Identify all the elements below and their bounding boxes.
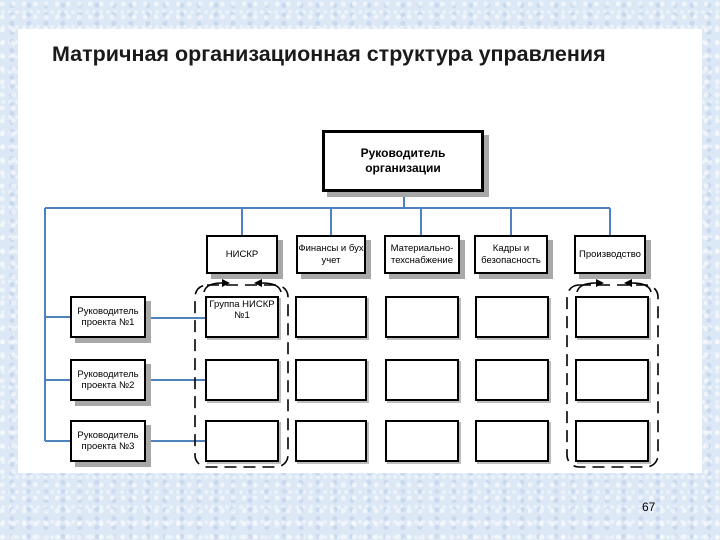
project-manager-label: Руководитель проекта №2 bbox=[77, 368, 139, 391]
matrix-cell-r1-c3 bbox=[385, 296, 459, 338]
project-manager-label: Руководитель проекта №1 bbox=[77, 305, 139, 328]
arrow-right-2 bbox=[631, 282, 652, 293]
arrow-left-2 bbox=[576, 282, 597, 293]
matrix-cell-r3-c5 bbox=[575, 420, 649, 462]
project-manager-box-2: Руководитель проекта №2 bbox=[70, 359, 146, 401]
dept-label: Финансы и бух учет bbox=[298, 243, 364, 266]
matrix-cell-r1-c4 bbox=[475, 296, 549, 338]
production-group-outline bbox=[566, 284, 659, 468]
dept-box-production: Производство bbox=[574, 235, 646, 274]
matrix-cell-r3-c3 bbox=[385, 420, 459, 462]
dept-box-nisk: НИСКР bbox=[206, 235, 278, 274]
matrix-cell-r1-c5 bbox=[575, 296, 649, 338]
matrix-cell-r1-c2 bbox=[295, 296, 367, 338]
dept-box-hr: Кадры и безопасность bbox=[474, 235, 548, 274]
matrix-cell-r2-c5 bbox=[575, 359, 649, 401]
dept-label: НИСКР bbox=[225, 248, 259, 260]
dept-box-supply: Материально-техснабжение bbox=[384, 235, 460, 274]
arrow-left-1 bbox=[203, 282, 223, 293]
matrix-cell-r1-c1: Группа НИСКР №1 bbox=[205, 296, 279, 338]
project-manager-box-1: Руководитель проекта №1 bbox=[70, 296, 146, 338]
arrow-right-1 bbox=[261, 282, 282, 293]
dept-box-finance: Финансы и бух учет bbox=[296, 235, 366, 274]
page-number: 67 bbox=[642, 500, 656, 514]
diagram-title: Матричная организационная структура упра… bbox=[52, 42, 606, 66]
project-manager-box-3: Руководитель проекта №3 bbox=[70, 420, 146, 462]
matrix-cell-label: Группа НИСКР №1 bbox=[209, 299, 275, 322]
head-box: Руководитель организации bbox=[322, 130, 484, 192]
matrix-cell-r3-c2 bbox=[295, 420, 367, 462]
matrix-cell-r2-c3 bbox=[385, 359, 459, 401]
head-label: Руководитель организации bbox=[360, 146, 446, 175]
dept-label: Кадры и безопасность bbox=[481, 243, 541, 266]
matrix-cell-r2-c1 bbox=[205, 359, 279, 401]
matrix-cell-r2-c2 bbox=[295, 359, 367, 401]
matrix-cell-r2-c4 bbox=[475, 359, 549, 401]
arrowhead-1 bbox=[222, 279, 230, 287]
matrix-cell-r3-c4 bbox=[475, 420, 549, 462]
dept-label: Материально-техснабжение bbox=[390, 243, 454, 266]
matrix-cell-r3-c1 bbox=[205, 420, 279, 462]
project-manager-label: Руководитель проекта №3 bbox=[77, 429, 139, 452]
dept-label: Производство bbox=[579, 248, 641, 260]
arrowhead-3 bbox=[596, 279, 604, 287]
arrowhead-4 bbox=[624, 279, 632, 287]
arrowhead-2 bbox=[254, 279, 262, 287]
